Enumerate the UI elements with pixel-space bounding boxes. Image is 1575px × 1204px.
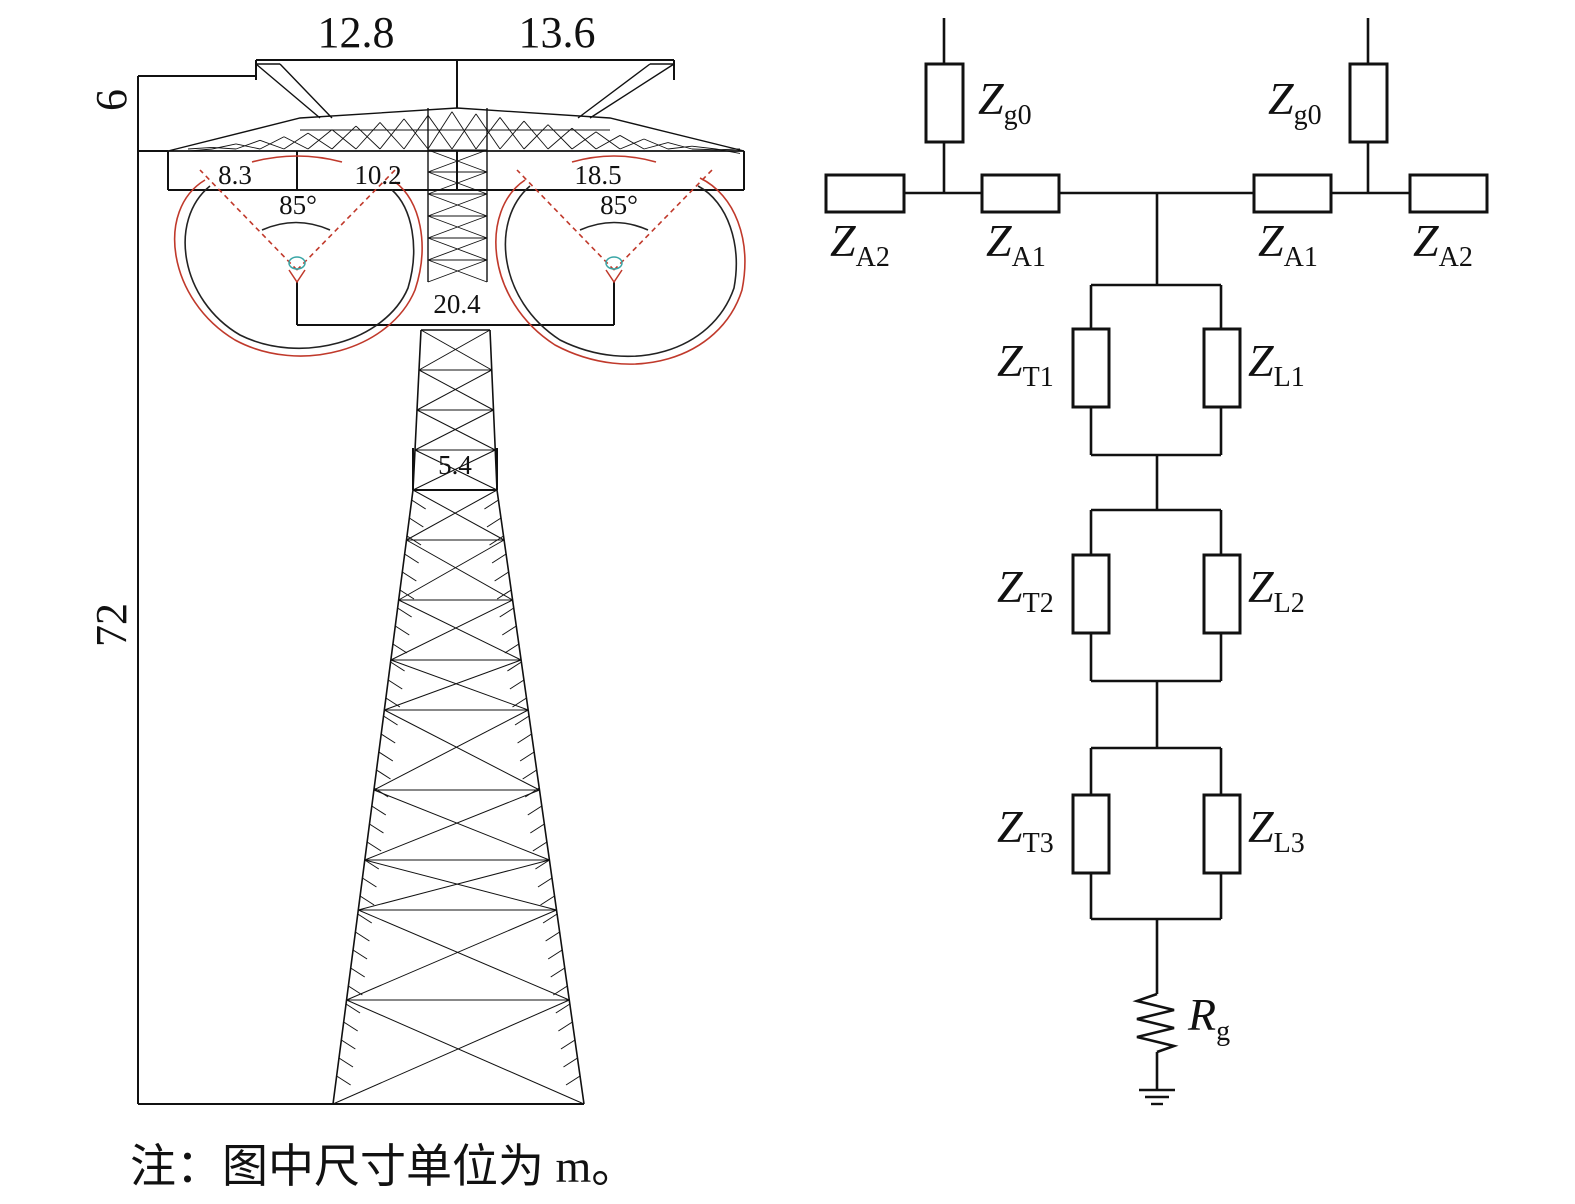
zt2-element xyxy=(1071,553,1111,635)
za2-right-element xyxy=(1408,173,1489,214)
label-zt1: ZT1 xyxy=(997,335,1054,393)
label-rg: Rg xyxy=(1187,989,1230,1047)
clearance-arc-left xyxy=(173,179,423,357)
label-zl1: ZL1 xyxy=(1248,335,1305,393)
dim-waist-width: 5.4 xyxy=(438,450,472,480)
dim-angle-left: 85° xyxy=(279,190,317,220)
dim-top-left-width: 12.8 xyxy=(318,8,395,57)
dim-arm-left-inner: 10.2 xyxy=(354,160,401,190)
dim-angle-right: 85° xyxy=(600,190,638,220)
label-zt3: ZT3 xyxy=(997,801,1054,859)
circuit-labels: Zg0 Zg0 ZA2 ZA1 ZA1 ZA2 ZT1 ZL1 ZT2 ZL2 … xyxy=(830,73,1473,1047)
label-zl2: ZL2 xyxy=(1248,561,1305,619)
tower-crossarm xyxy=(167,63,745,152)
equivalent-circuit: Zg0 Zg0 ZA2 ZA1 ZA1 ZA2 ZT1 ZL1 ZT2 ZL2 … xyxy=(824,18,1489,1106)
clearance-arcs xyxy=(173,155,746,365)
label-zl3: ZL3 xyxy=(1248,801,1305,859)
clearance-arc-left-inner xyxy=(184,185,415,349)
zg0-left-element xyxy=(924,62,965,144)
label-za2-right: ZA2 xyxy=(1413,215,1473,273)
zl2-element xyxy=(1202,553,1242,635)
label-zg0-left: Zg0 xyxy=(978,73,1032,131)
insulator-icon xyxy=(605,256,623,270)
clearance-arc-right xyxy=(495,177,746,365)
crossarm-lattice xyxy=(187,111,741,154)
zg0-right-element xyxy=(1348,62,1389,144)
dim-top-right-width: 13.6 xyxy=(519,8,596,57)
dim-crossarm-height: 6 xyxy=(87,89,136,111)
angle-arc-left xyxy=(261,221,331,231)
circuit-wires xyxy=(904,18,1410,1090)
tower-upper-shaft xyxy=(427,108,488,282)
dim-phase-spacing: 20.4 xyxy=(433,289,481,319)
za1-left-element xyxy=(980,173,1061,214)
resistor-icon xyxy=(1132,992,1179,1054)
dim-total-height: 72 xyxy=(87,603,136,647)
upper-shaft-lattice xyxy=(427,149,488,283)
tower-dimension-labels: 12.8 13.6 6 72 8.3 10.2 18.5 85° 85° 20.… xyxy=(87,8,638,647)
dimension-lines xyxy=(137,59,745,1105)
insulator-icon xyxy=(288,256,306,270)
label-za2-left: ZA2 xyxy=(830,215,890,273)
label-zt2: ZT2 xyxy=(997,561,1054,619)
dim-arm-right: 18.5 xyxy=(574,160,621,190)
impedance-elements xyxy=(824,62,1489,875)
dim-arm-left-outer: 8.3 xyxy=(218,160,252,190)
zl1-element xyxy=(1202,327,1242,409)
label-za1-left: ZA1 xyxy=(986,215,1046,273)
za2-left-element xyxy=(824,173,906,214)
ground-icon xyxy=(1139,1088,1175,1106)
zl3-element xyxy=(1202,793,1242,875)
zt3-element xyxy=(1071,793,1111,875)
tower-body xyxy=(332,329,585,1105)
figure-note: 注：图中尺寸单位为 m。 xyxy=(130,1141,637,1192)
zt1-element xyxy=(1071,327,1111,409)
label-za1-right: ZA1 xyxy=(1258,215,1318,273)
label-zg0-right: Zg0 xyxy=(1268,73,1322,131)
tower-body-lattice xyxy=(332,329,585,1105)
angle-arc-right xyxy=(579,221,649,231)
za1-right-element xyxy=(1252,173,1333,214)
clearance-arc-right-inner xyxy=(504,185,737,358)
insulator-strings xyxy=(288,256,623,284)
transmission-tower-drawing: 12.8 13.6 6 72 8.3 10.2 18.5 85° 85° 20.… xyxy=(87,8,746,1105)
